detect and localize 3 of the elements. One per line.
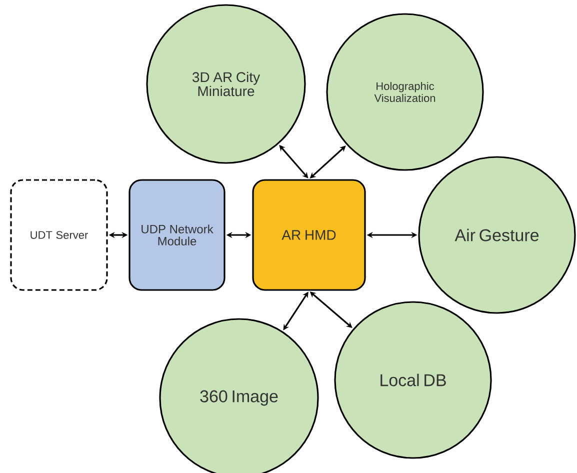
process-box: AR HMD	[252, 179, 366, 291]
process-box: UDP Network Module	[128, 179, 226, 291]
server-box: UDT Server	[10, 179, 108, 291]
